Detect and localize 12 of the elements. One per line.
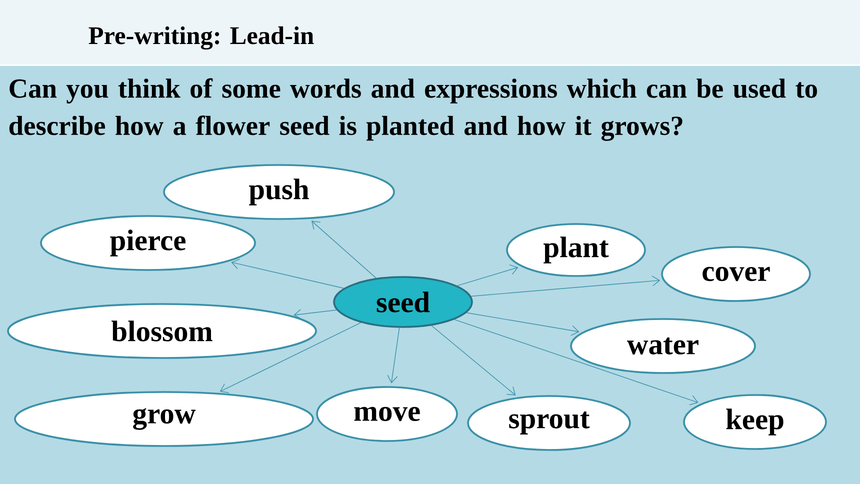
question-text: Can you think of some words and expressions which can be used to describe how a flower seed is planted and how it grows? [9,78,817,141]
arrow [220,322,362,394]
arrow [454,319,698,406]
slide-title: Pre-writing: Lead-in [88,26,314,50]
arrow [294,309,337,320]
arrow [311,220,376,278]
arrow [470,276,660,297]
arrow [466,312,580,336]
arrow [431,325,516,396]
arrow [387,328,400,384]
arrow [456,264,518,286]
arrow [231,258,344,289]
